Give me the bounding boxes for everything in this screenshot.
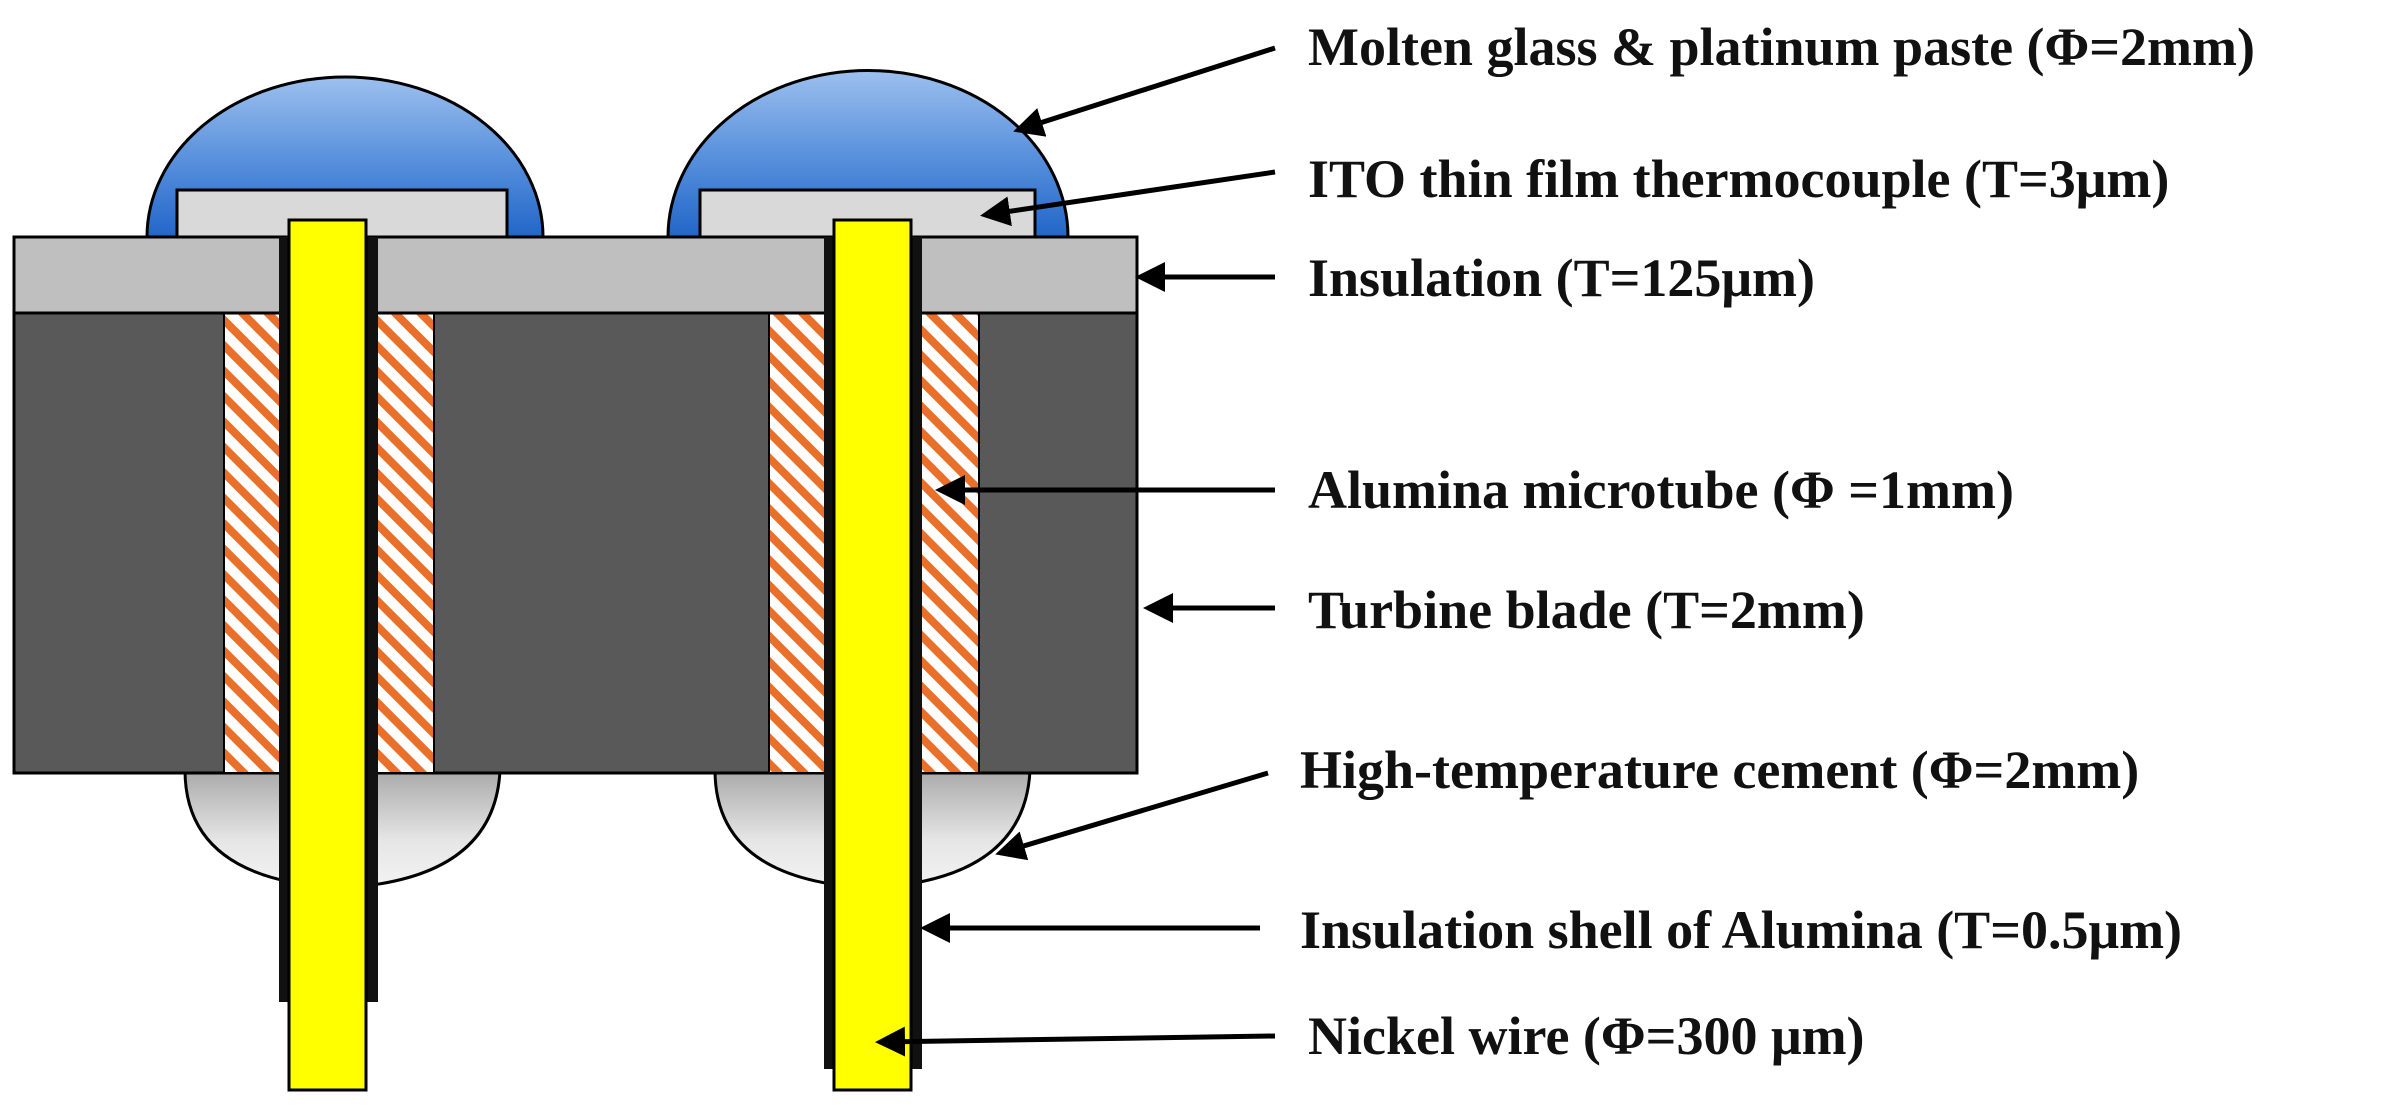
- nickel-wire-left: [287, 218, 368, 1092]
- arrow-cement: [995, 770, 1269, 861]
- arrow-nickel-wire: [875, 1026, 1276, 1057]
- nickel-wire-right: [832, 218, 913, 1092]
- label-molten-glass: Molten glass & platinum paste (Φ=2mm): [1308, 17, 2255, 77]
- label-nickel-wire: Nickel wire (Φ=300 μm): [1308, 1006, 1865, 1066]
- label-ito-thermocouple: ITO thin film thermocouple (T=3μm): [1308, 149, 2169, 209]
- arrow-molten-glass: [1013, 45, 1276, 137]
- label-alumina-microtube: Alumina microtube (Φ =1mm): [1308, 460, 2014, 520]
- label-insulation-shell: Insulation shell of Alumina (T=0.5μm): [1300, 900, 2182, 960]
- label-cement: High-temperature cement (Φ=2mm): [1300, 740, 2139, 800]
- label-turbine-blade: Turbine blade (T=2mm): [1308, 580, 1865, 640]
- insulation-layer: [12, 235, 1139, 315]
- label-insulation: Insulation (T=125μm): [1308, 248, 1815, 308]
- arrow-ito-thermocouple: [980, 169, 1276, 227]
